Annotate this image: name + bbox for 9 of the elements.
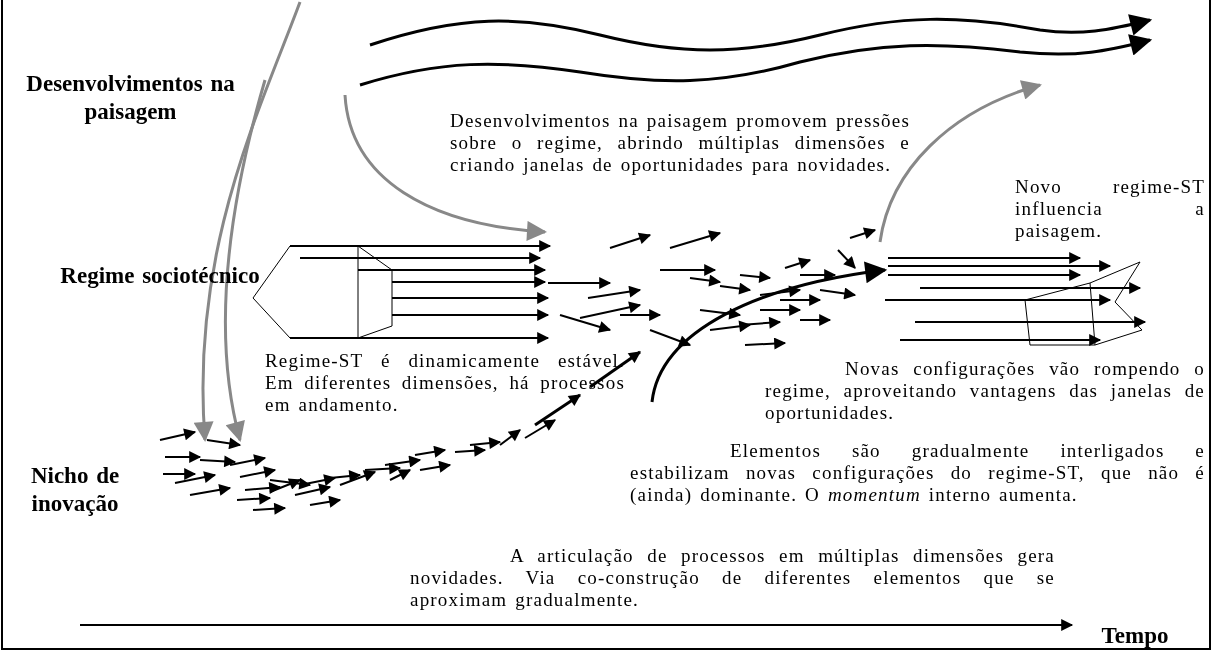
description-text: Novo regime-ST influencia a paisagem. xyxy=(1015,176,1205,242)
level-heading: Nicho de inovação xyxy=(29,462,121,518)
level-heading: Regime sociotécnico xyxy=(60,262,260,290)
description-text: A articulação de processos em múltiplas dimensões gera novidades. Via co-construção de diferentes elementos que se aproximam gradualmente. xyxy=(410,545,1055,611)
axis-label: Tempo xyxy=(1100,622,1170,650)
description-text: Desenvolvimentos na paisagem promovem pressões sobre o regime, abrindo múltiplas dimensões e criando janelas de oportunidades para novidades. xyxy=(450,110,910,176)
level-heading: Desenvolvimentos na paisagem xyxy=(25,70,236,126)
description-text: Elementos são gradualmente interligados e estabilizam novas configurações do regime-ST, que não é (ainda) dominante. O momentum interno aumenta. xyxy=(630,440,1205,506)
description-text: Novas configurações vão rompendo o regime, aproveitando vantagens das janelas de oportunidades. xyxy=(765,358,1205,424)
